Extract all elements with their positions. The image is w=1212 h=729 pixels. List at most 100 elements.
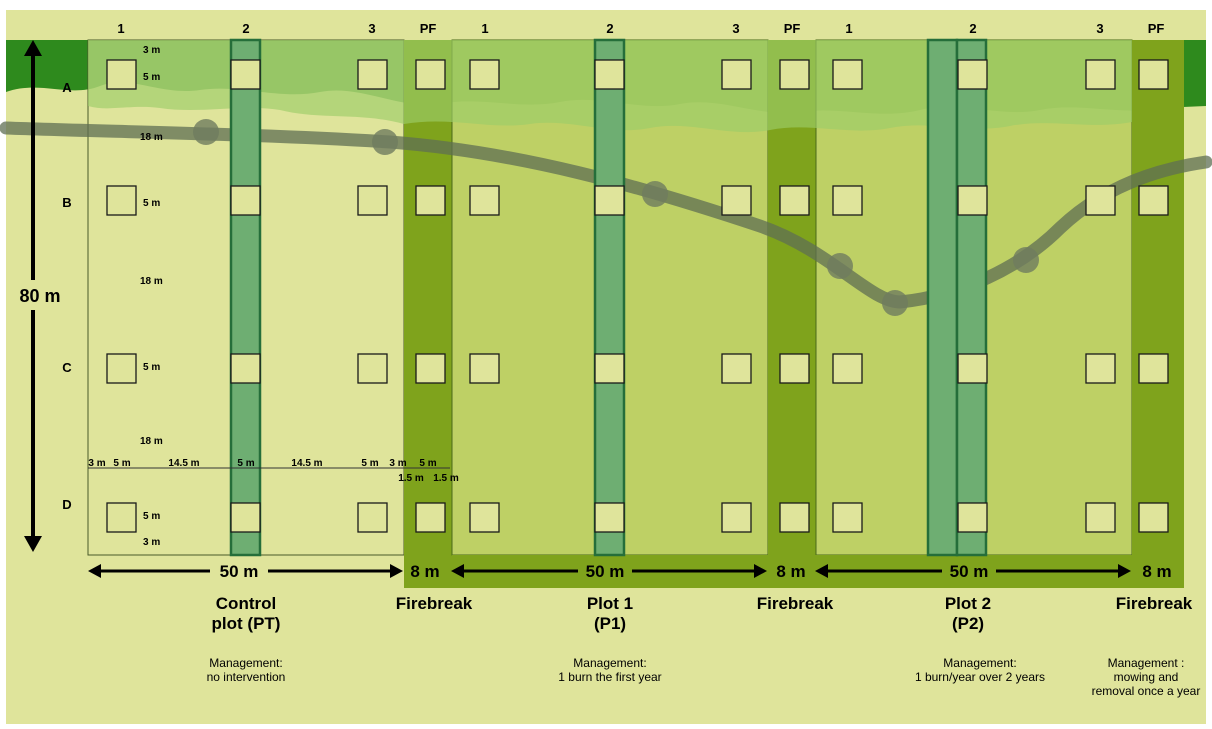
column-headers: 1 2 3 PF 1 2 3 PF 1 2 3 PF bbox=[117, 21, 1164, 36]
spacing-label: 14.5 m bbox=[291, 458, 322, 469]
firebreak-3-area bbox=[1132, 40, 1184, 588]
vertical-spacing-labels: 3 m 5 m 18 m 5 m 18 m 5 m 18 m 5 m 3 m bbox=[140, 45, 163, 548]
quadrat bbox=[957, 502, 988, 533]
width-dimensions bbox=[88, 564, 1131, 578]
column-label: 1 bbox=[481, 21, 488, 36]
width-label: 50 m bbox=[586, 562, 625, 581]
column-label: 3 bbox=[368, 21, 375, 36]
quadrat bbox=[1138, 185, 1169, 216]
row-label: A bbox=[62, 80, 72, 95]
strip-control-col2 bbox=[229, 38, 262, 557]
column-label: 3 bbox=[1096, 21, 1103, 36]
quadrat bbox=[415, 353, 446, 384]
column-label: PF bbox=[784, 21, 801, 36]
strip-plot2-col2b bbox=[955, 38, 988, 557]
width-label: 50 m bbox=[950, 562, 989, 581]
spacing-label: 1.5 m bbox=[398, 473, 424, 484]
spacing-label: 5 m bbox=[419, 458, 436, 469]
management-firebreak: Management : mowing and removal once a y… bbox=[1091, 656, 1201, 698]
quadrat bbox=[357, 502, 388, 533]
spacing-label: 3 m bbox=[389, 458, 406, 469]
arrow-left-icon bbox=[88, 564, 101, 578]
arrow-up-icon bbox=[24, 40, 42, 56]
quadrat bbox=[721, 59, 752, 90]
trail-marker bbox=[882, 290, 908, 316]
quadrat bbox=[230, 502, 261, 533]
quadrat bbox=[1085, 185, 1116, 216]
column-label: PF bbox=[420, 21, 437, 36]
quadrat bbox=[779, 353, 810, 384]
spacing-label: 5 m bbox=[237, 458, 254, 469]
firebreak-1-area bbox=[404, 40, 452, 588]
spacing-label: 18 m bbox=[140, 436, 163, 447]
width-label: 8 m bbox=[1142, 562, 1171, 581]
quadrat bbox=[469, 353, 500, 384]
width-label: 8 m bbox=[410, 562, 439, 581]
arrow-right-icon bbox=[1118, 564, 1131, 578]
strip-plot2-col2a bbox=[926, 38, 959, 557]
spacing-label: 5 m bbox=[143, 362, 160, 373]
quadrat bbox=[357, 185, 388, 216]
quadrat bbox=[832, 185, 863, 216]
spacing-label: 18 m bbox=[140, 132, 163, 143]
spacing-label: 14.5 m bbox=[168, 458, 199, 469]
quadrat bbox=[832, 502, 863, 533]
quadrat bbox=[469, 502, 500, 533]
plot-name-firebreak-2: Firebreak bbox=[756, 594, 834, 613]
arrow-down-icon bbox=[24, 536, 42, 552]
quadrat bbox=[1138, 59, 1169, 90]
horizontal-spacing-labels: 3 m 5 m 14.5 m 5 m 14.5 m 5 m 3 m 5 m 1.… bbox=[88, 458, 459, 484]
quadrat bbox=[832, 59, 863, 90]
trail-marker bbox=[372, 129, 398, 155]
quadrat bbox=[721, 353, 752, 384]
quadrat bbox=[721, 502, 752, 533]
quadrat bbox=[779, 502, 810, 533]
quadrat bbox=[230, 353, 261, 384]
height-label: 80 m bbox=[19, 286, 60, 306]
column-label: 2 bbox=[242, 21, 249, 36]
column-label: 3 bbox=[732, 21, 739, 36]
plot-name-p2: Plot 2 (P2) bbox=[944, 594, 992, 633]
quadrat bbox=[779, 185, 810, 216]
row-label: B bbox=[62, 195, 71, 210]
width-labels: 50 m 8 m 50 m 8 m 50 m 8 m bbox=[220, 562, 1172, 581]
quadrat bbox=[1085, 502, 1116, 533]
trail-marker bbox=[642, 181, 668, 207]
quadrat bbox=[415, 502, 446, 533]
trail-marker bbox=[827, 253, 853, 279]
trail-markers bbox=[193, 119, 1039, 316]
spacing-label: 3 m bbox=[88, 458, 105, 469]
quadrat bbox=[957, 59, 988, 90]
quadrat bbox=[594, 185, 625, 216]
quadrat bbox=[1085, 353, 1116, 384]
quadrat bbox=[230, 59, 261, 90]
quadrat bbox=[594, 59, 625, 90]
quadrat bbox=[469, 185, 500, 216]
column-label: 1 bbox=[117, 21, 124, 36]
plot-name-firebreak-3: Firebreak bbox=[1115, 594, 1193, 613]
strip-plot1-col2 bbox=[593, 38, 626, 557]
plot-name-control: Control plot (PT) bbox=[211, 594, 281, 633]
quadrat bbox=[357, 353, 388, 384]
trail-marker bbox=[1013, 247, 1039, 273]
arrow-left-icon bbox=[451, 564, 464, 578]
quadrat bbox=[832, 353, 863, 384]
spacing-label: 3 m bbox=[143, 45, 160, 56]
quadrat bbox=[957, 185, 988, 216]
quadrat bbox=[721, 185, 752, 216]
spacing-label: 18 m bbox=[140, 276, 163, 287]
column-label: 1 bbox=[845, 21, 852, 36]
spacing-label: 5 m bbox=[143, 511, 160, 522]
quadrat bbox=[106, 353, 137, 384]
column-label: PF bbox=[1148, 21, 1165, 36]
spacing-label: 5 m bbox=[361, 458, 378, 469]
column-label: 2 bbox=[969, 21, 976, 36]
quadrat bbox=[469, 59, 500, 90]
quadrat bbox=[594, 353, 625, 384]
management-control: Management: no intervention bbox=[206, 656, 286, 684]
quadrat bbox=[106, 502, 137, 533]
spacing-label: 5 m bbox=[143, 198, 160, 209]
plot-name-firebreak-1: Firebreak bbox=[395, 594, 473, 613]
quadrat bbox=[1138, 353, 1169, 384]
